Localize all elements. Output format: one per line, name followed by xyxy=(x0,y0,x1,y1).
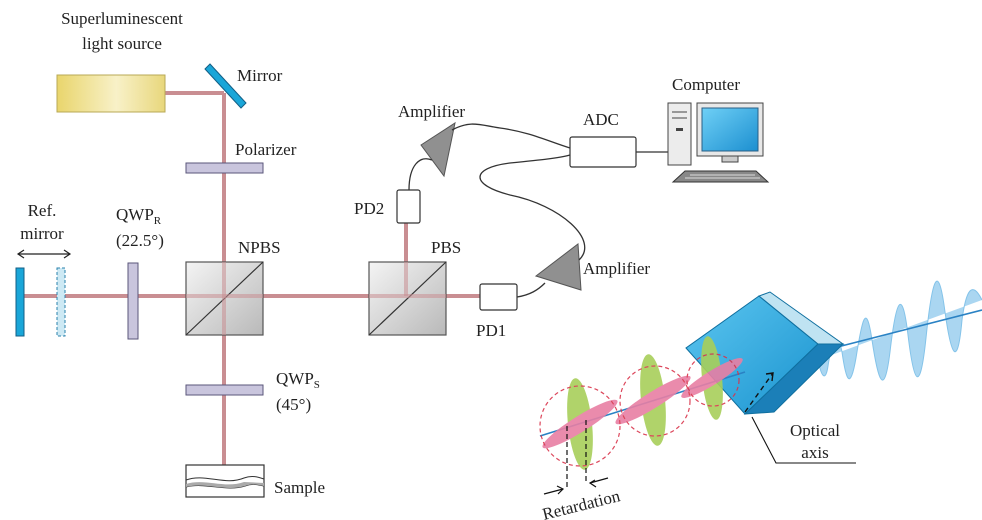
ref-mirror-label-line2: mirror xyxy=(20,224,64,243)
adc-box-icon xyxy=(569,136,637,168)
polarizer-label: Polarizer xyxy=(235,140,297,159)
qwp-r-angle: (22.5°) xyxy=(116,231,164,250)
pbs-label: PBS xyxy=(431,238,461,257)
qwp-r-label: QWPR xyxy=(116,205,162,227)
amplifier-top-label: Amplifier xyxy=(398,102,465,121)
adc-label: ADC xyxy=(583,110,619,129)
ref-mirror-ghost-icon xyxy=(56,267,66,337)
computer-label: Computer xyxy=(672,75,740,94)
polarization-ellipses xyxy=(539,336,743,470)
computer-icon xyxy=(667,102,770,183)
sample-label: Sample xyxy=(274,478,325,497)
qwp-s-label: QWPS xyxy=(276,369,320,391)
optical-axis-label-line1: Optical xyxy=(790,421,840,440)
pd1-label: PD1 xyxy=(476,321,506,340)
retardation-markers xyxy=(543,420,609,495)
qwp-s-icon xyxy=(185,384,264,396)
mirror-icon xyxy=(204,63,247,109)
amplifier-top-icon xyxy=(420,121,456,178)
double-arrow-icon xyxy=(16,249,72,259)
light-source-icon xyxy=(56,74,166,113)
npbs-label: NPBS xyxy=(238,238,281,257)
pd2-label: PD2 xyxy=(354,199,384,218)
qwp-r-icon xyxy=(127,262,139,340)
ref-mirror-label-line1: Ref. xyxy=(28,201,57,220)
pd2-detector-icon xyxy=(396,189,421,224)
qwp-s-angle: (45°) xyxy=(276,395,311,414)
optical-axis-label-line2: axis xyxy=(801,443,828,462)
ref-mirror-icon xyxy=(15,267,25,337)
sample-icon xyxy=(185,464,265,498)
source-label-line1: Superluminescent xyxy=(61,9,183,28)
amplifier-bottom-label: Amplifier xyxy=(583,259,650,278)
polarizer-icon xyxy=(185,162,264,174)
source-label-line2: light source xyxy=(82,34,162,53)
npbs-cube-icon xyxy=(185,261,264,336)
signal-wires xyxy=(408,123,668,298)
pbs-cube-icon xyxy=(368,261,447,336)
output-wave-icon xyxy=(817,280,982,381)
amplifier-bottom-icon xyxy=(534,243,582,291)
optical-axis-leader xyxy=(751,416,856,464)
pd1-detector-icon xyxy=(479,283,518,311)
mirror-label: Mirror xyxy=(237,66,283,85)
